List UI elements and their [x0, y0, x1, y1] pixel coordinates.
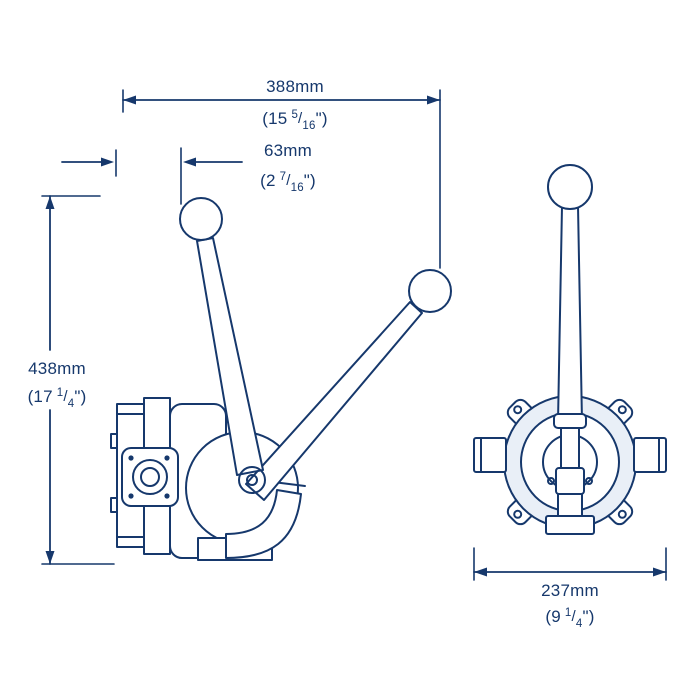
bottom-bracket-neck: [557, 493, 583, 517]
port-left: [473, 437, 507, 473]
pivot-clamp-inner: [246, 474, 258, 486]
bottom-bracket-base: [545, 515, 595, 535]
dim-388-arrow-left: [123, 95, 136, 105]
ear-hole-bottom-right: [617, 509, 627, 519]
bearing-bolt-4: [164, 493, 170, 499]
dim-438-metric-label: 438mm: [28, 359, 86, 378]
dim-388-arrow-right: [427, 95, 440, 105]
handle-ball-front: [547, 164, 593, 210]
dim-237-metric-label: 237mm: [541, 581, 599, 600]
discharge-elbow: [225, 489, 302, 559]
lever-upper-shaft: [557, 205, 583, 423]
lever-position-b: [245, 301, 423, 501]
ear-hole-top-left: [513, 405, 523, 415]
seal-inner-circle: [140, 467, 160, 487]
bearing-bolt-2: [164, 455, 170, 461]
dim-63-metric-label: 63mm: [264, 141, 312, 160]
clamp-bolt-right: [585, 477, 593, 485]
lever-collar: [553, 413, 587, 429]
bearing-bolt-3: [128, 493, 134, 499]
dim-438-arrow-top: [45, 196, 55, 209]
side-view: [110, 197, 452, 561]
clamp-bolt-left: [547, 477, 555, 485]
dim-237-arrow-right: [653, 567, 666, 577]
lever-position-a: [196, 237, 264, 476]
ear-hole-top-right: [617, 405, 627, 415]
center-clamp: [555, 467, 585, 495]
ear-hole-bottom-left: [513, 509, 523, 519]
dim-388-metric-label: 388mm: [266, 77, 324, 96]
dim-63-arrow-right: [183, 157, 196, 167]
front-view: [473, 164, 667, 535]
port-right: [633, 437, 667, 473]
dim-438-arrow-bottom: [45, 551, 55, 564]
handle-ball-a: [179, 197, 223, 241]
bearing-bolt-1: [128, 455, 134, 461]
handle-ball-b: [408, 269, 452, 313]
dim-63-arrow-left: [101, 157, 114, 167]
dim-237-arrow-left: [474, 567, 487, 577]
pivot-clamp-outer: [238, 466, 266, 494]
